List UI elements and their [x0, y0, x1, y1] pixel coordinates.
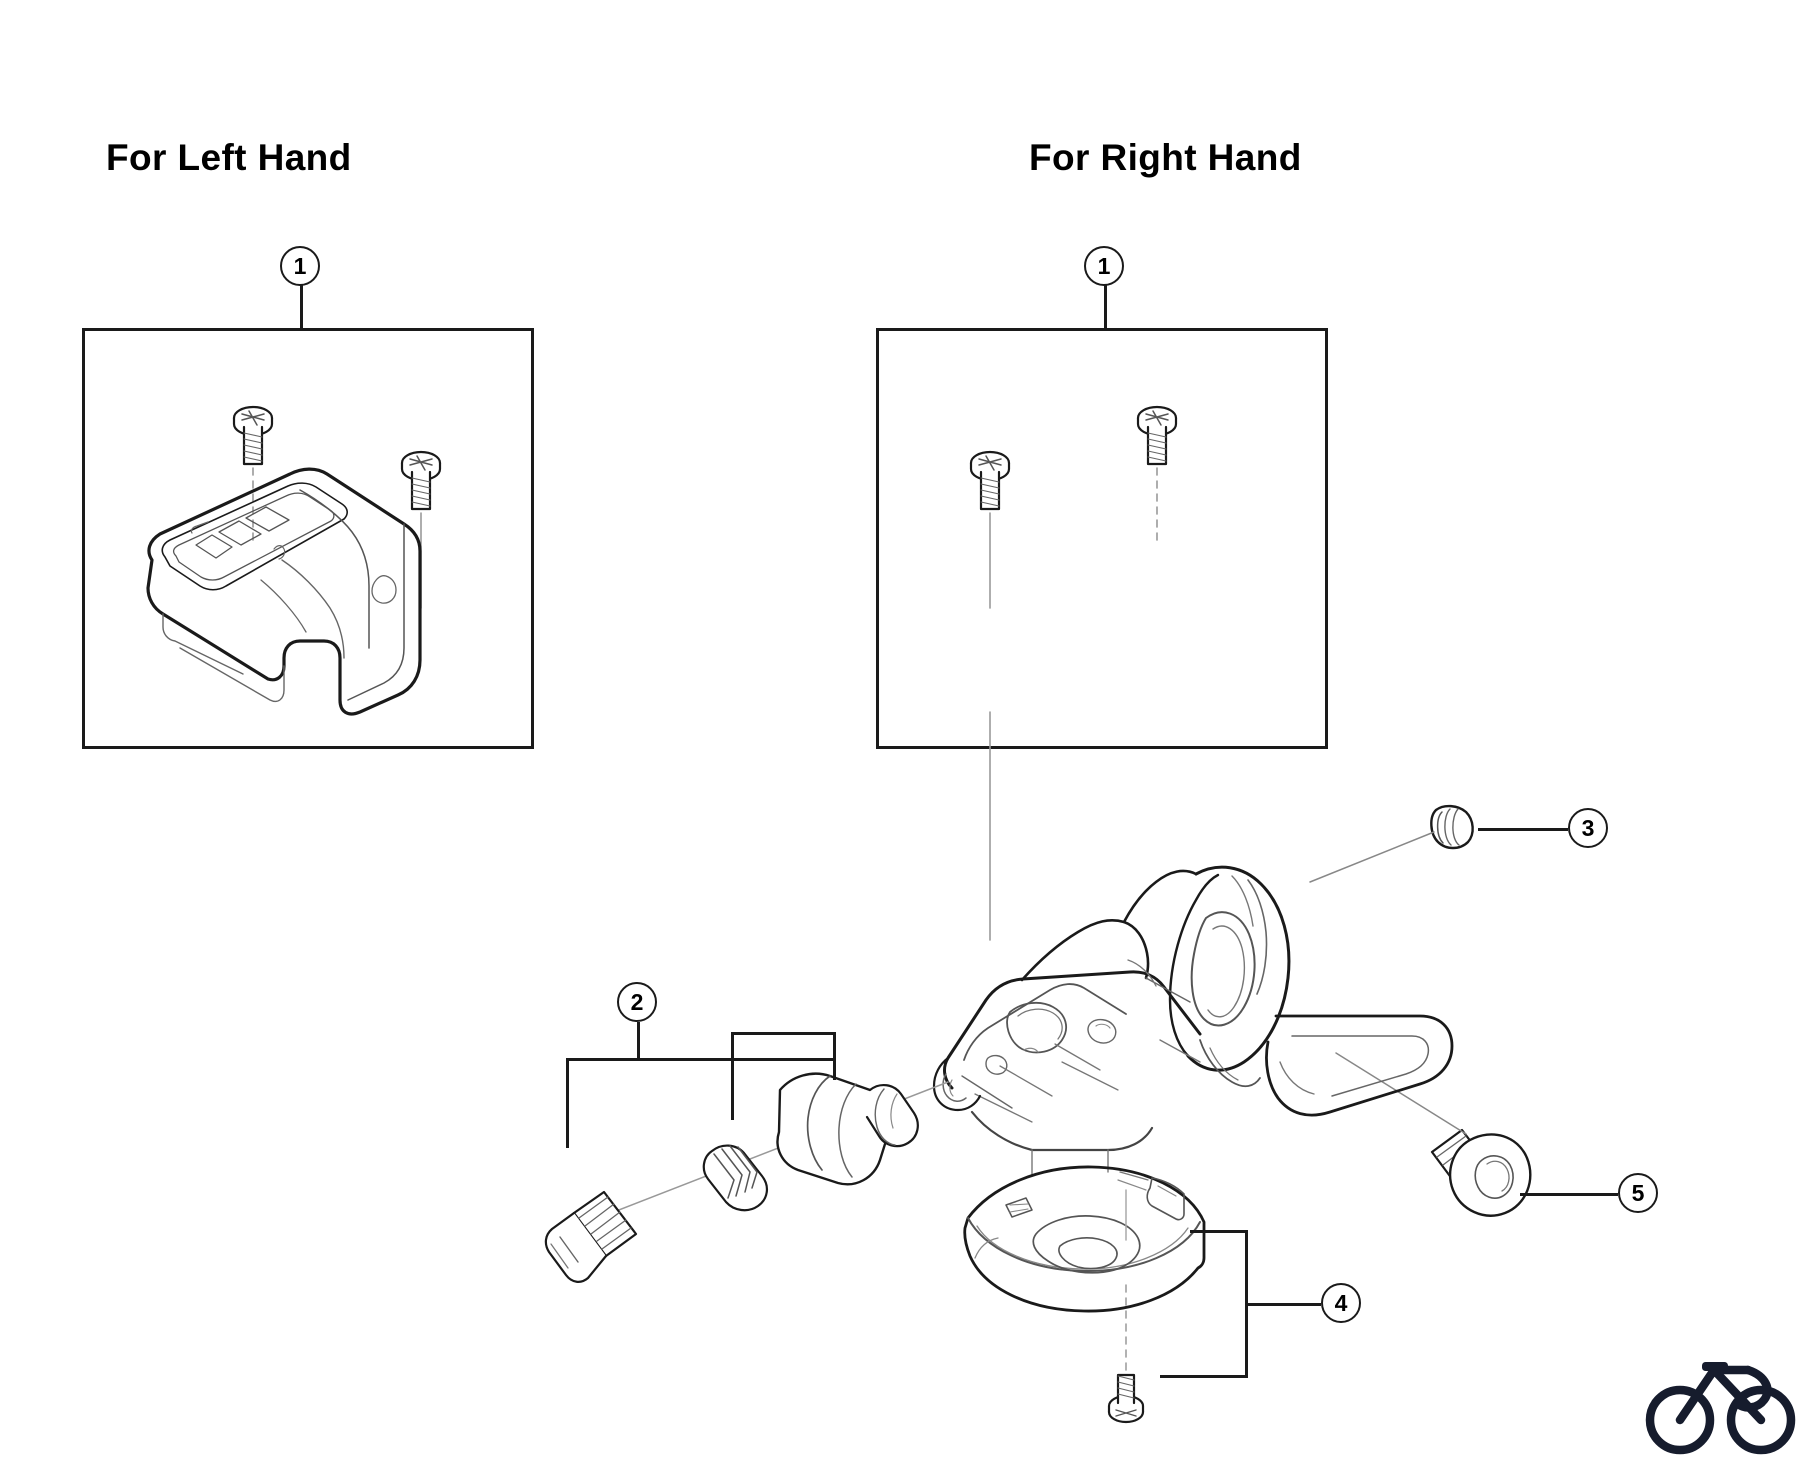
leader-line-callout-4-top: [1190, 1230, 1247, 1233]
cable-adjuster-assembly-art: [544, 1072, 949, 1283]
parts-box-left-hand: [82, 328, 534, 749]
bicycle-rear-wheel-icon: [1645, 1385, 1715, 1455]
leader-line-callout-2-branch-mid-down: [731, 1058, 734, 1120]
callout-1-left[interactable]: 1: [280, 246, 320, 286]
leader-line-callout-4-bottom: [1160, 1375, 1247, 1378]
callout-5[interactable]: 5: [1618, 1173, 1658, 1213]
parts-box-right-hand: [876, 328, 1328, 749]
leader-line-callout-2-bracket-upper: [731, 1032, 833, 1035]
leader-line-callout-5: [1520, 1193, 1618, 1196]
shifter-body-art: [932, 865, 1454, 1177]
callout-3[interactable]: 3: [1568, 808, 1608, 848]
leader-line-callout-2-branch-right: [833, 1032, 836, 1080]
leader-line-callout-3: [1478, 828, 1568, 831]
leader-line-callout-2-bracket-top: [566, 1058, 833, 1061]
bicycle-logo: [1645, 1362, 1796, 1455]
leader-line-callout-2-stem: [637, 1022, 640, 1060]
panel-title-left-hand: For Left Hand: [106, 137, 352, 178]
base-plate-art: [963, 1165, 1206, 1424]
leader-line-callout-1-right: [1104, 265, 1107, 330]
cap-plug-art: [1309, 804, 1474, 883]
leader-line-callout-2-branch-mid-up: [731, 1032, 734, 1058]
callout-1-right[interactable]: 1: [1084, 246, 1124, 286]
clamp-bolt-art: [1335, 1052, 1532, 1217]
panel-title-right-hand: For Right Hand: [1029, 137, 1302, 178]
leader-line-callout-4-stem: [1245, 1303, 1321, 1306]
leader-line-callout-2-branch-left: [566, 1058, 569, 1148]
callout-2[interactable]: 2: [617, 982, 657, 1022]
bicycle-saddle-icon: [1702, 1362, 1728, 1371]
leader-line-callout-1-left: [300, 265, 303, 330]
callout-4[interactable]: 4: [1321, 1283, 1361, 1323]
bicycle-front-wheel-icon: [1726, 1385, 1796, 1455]
